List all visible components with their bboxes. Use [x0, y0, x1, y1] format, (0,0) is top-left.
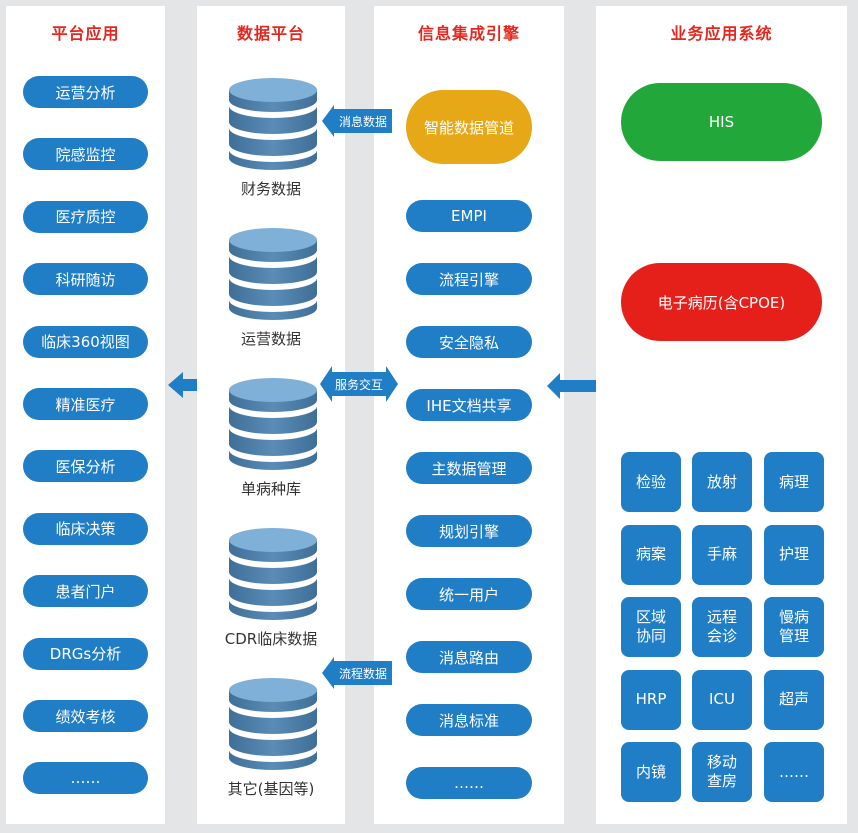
business-tile: 区域 协同 [621, 597, 681, 657]
platform-item: 绩效考核 [23, 700, 148, 732]
business-title: 业务应用系统 [670, 24, 773, 43]
business-tile: 护理 [764, 524, 824, 585]
business-tile: 超声 [764, 669, 824, 730]
data-platform-title: 数据平台 [236, 24, 305, 43]
double-arrow-icon [547, 373, 611, 399]
process-data-arrow: 流程数据 [322, 657, 392, 689]
business-tile: 病理 [764, 452, 824, 512]
business-tile: 移动 查房 [692, 742, 752, 802]
his-pill: HIS [621, 83, 822, 161]
business-tile: HRP [621, 669, 681, 730]
business-tile: 放射 [692, 452, 752, 512]
engine-item: EMPI [406, 200, 532, 232]
engine-item: 安全隐私 [406, 326, 532, 358]
platform-item: 临床360视图 [23, 325, 148, 358]
business-panel: 业务应用系统 HIS 电子病历(含CPOE) 检验放射病理病案手麻护理区域 协同… [596, 6, 847, 824]
business-tile: 慢病 管理 [764, 597, 824, 657]
database-label: 运营数据 [240, 330, 301, 348]
engine-item: 流程引擎 [406, 263, 532, 295]
platform-item: …… [23, 762, 148, 795]
database-icon [227, 76, 319, 172]
platform-item: 院感监控 [23, 138, 148, 171]
business-tile: 检验 [621, 452, 681, 512]
service-exchange-label: 服务交互 [334, 378, 383, 392]
database-label: 其它(基因等) [227, 780, 315, 798]
platform-item: 科研随访 [23, 263, 148, 296]
platform-item: 医保分析 [23, 450, 148, 483]
engine-item: 规划引擎 [406, 515, 532, 547]
business-tile: …… [764, 742, 824, 802]
engine-item: …… [406, 767, 532, 799]
database-icon [227, 226, 319, 322]
database-icon [227, 376, 319, 472]
engine-item: 统一用户 [406, 578, 532, 610]
platform-item: 医疗质控 [23, 200, 148, 233]
engine-item: IHE文档共享 [406, 389, 532, 421]
emr-pill: 电子病历(含CPOE) [621, 263, 822, 341]
engine-item: 主数据管理 [406, 452, 532, 484]
business-tile: 远程 会诊 [692, 597, 752, 657]
platform-item: 临床决策 [23, 512, 148, 545]
platform-item: 精准医疗 [23, 388, 148, 420]
database-icon [227, 526, 319, 622]
business-tile: 病案 [621, 524, 681, 585]
platform-item: DRGs分析 [23, 637, 148, 670]
business-tile: 内镜 [621, 742, 681, 802]
database-label: CDR临床数据 [224, 630, 318, 648]
database-label: 单病种库 [240, 480, 301, 498]
process-data-label: 流程数据 [338, 667, 387, 681]
engine-title: 信息集成引擎 [417, 24, 520, 43]
database-label: 财务数据 [240, 180, 301, 198]
data-platform-panel: 数据平台 财务数据 运营数据 [197, 6, 345, 824]
engine-item: 消息标准 [406, 704, 532, 736]
platform-title: 平台应用 [51, 24, 120, 43]
engine-panel: 信息集成引擎 智能数据管道 EMPI 流程引擎安全隐私 IHE文档共享主数据管理规划… [374, 6, 564, 824]
platform-item: 运营分析 [23, 76, 148, 108]
message-data-arrow: 消息数据 [322, 105, 392, 137]
business-tile: 手麻 [692, 524, 752, 585]
database-icon [227, 676, 319, 772]
platform-panel: 平台应用 运营分析院感监控医疗质控科研随访临床360视图精准医疗医保分析临床决策… [6, 6, 165, 824]
business-tile: ICU [692, 669, 752, 730]
pipeline-pill: 智能数据管道 [406, 90, 532, 164]
message-data-label: 消息数据 [338, 115, 387, 129]
engine-item: 消息路由 [406, 641, 532, 673]
left-arrow-icon [168, 372, 202, 398]
service-exchange-arrow: 服务交互 [320, 366, 398, 402]
platform-item: 患者门户 [23, 575, 148, 608]
